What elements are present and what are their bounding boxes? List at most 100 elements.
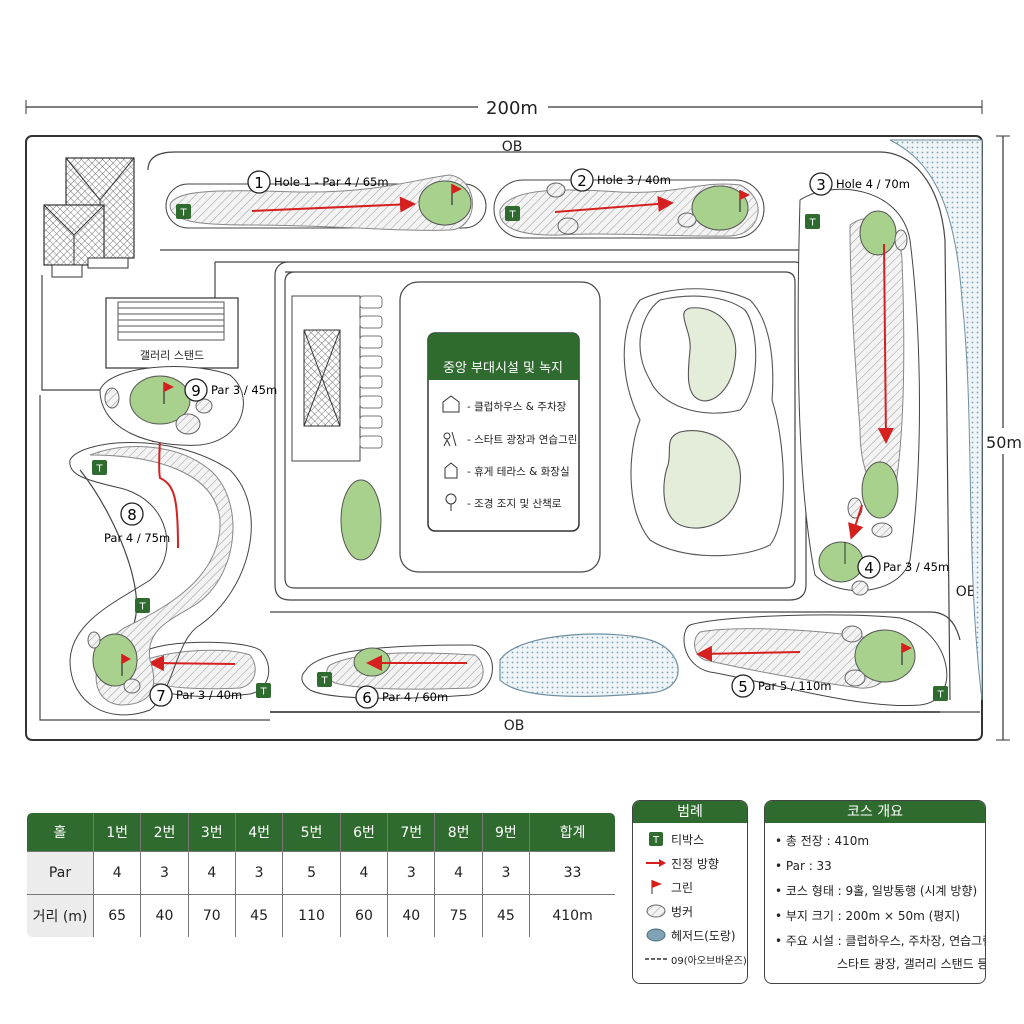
legend-label: 벙커 xyxy=(671,904,694,919)
header-cell: 4번 xyxy=(234,813,284,852)
legend-item: 헤저드(도랑) xyxy=(633,923,747,947)
overview-line-continued: 스타트 광장, 갤러리 스탠드 등 xyxy=(837,957,986,971)
distance-cell: 70 xyxy=(187,894,236,937)
par-row: Par 4 3 4 3 5 4 3 4 3 33 xyxy=(27,851,615,895)
distance-row: 거리 (m) 65 40 70 45 110 60 40 75 45 410m xyxy=(27,894,615,937)
svg-text:3: 3 xyxy=(816,176,826,194)
overview-title: 코스 개요 xyxy=(765,801,985,823)
gallery-stand: 갤러리 스탠드 xyxy=(105,297,239,369)
par-cell: 3 xyxy=(234,851,284,895)
svg-text:6: 6 xyxy=(362,689,372,707)
svg-text:9: 9 xyxy=(191,382,201,400)
clubhouse-icon xyxy=(442,395,460,413)
tee-box-icon: T xyxy=(317,672,332,687)
par-cell: 4 xyxy=(434,851,483,895)
ob-label-right-lower: OB xyxy=(956,584,977,600)
ob-label-bottom: OB xyxy=(504,718,525,734)
hole-1 xyxy=(165,174,487,231)
hole-number-1 xyxy=(247,170,271,194)
legend-label: 헤저드(도랑) xyxy=(671,928,736,943)
hole-2 xyxy=(493,179,765,239)
par-cell: 4 xyxy=(339,851,389,895)
clubhouse-buildings xyxy=(43,157,135,278)
svg-text:T: T xyxy=(95,464,103,475)
facility-item-4: - 조경 조지 및 산책로 xyxy=(467,497,562,510)
header-cell: 홀 xyxy=(27,813,94,852)
hole-7 xyxy=(139,641,270,697)
tee-box-icon: T xyxy=(505,206,520,221)
hole-7-label: Par 3 / 40m xyxy=(176,688,242,702)
start-area-icon xyxy=(443,431,457,447)
distance-cell: 45 xyxy=(234,894,284,937)
tee-box-icon: T xyxy=(256,683,271,698)
tree-icon xyxy=(445,493,457,511)
svg-text:T: T xyxy=(138,602,146,613)
legend-item: 벙커 xyxy=(633,899,747,923)
hole-number-7 xyxy=(149,683,173,707)
hole-3 xyxy=(797,188,920,592)
bunker-icon xyxy=(641,904,671,918)
width-label: 200m xyxy=(486,98,538,119)
overview-line: • 총 전장 : 410m xyxy=(775,834,870,848)
legend-item: 그린 xyxy=(633,875,747,899)
hole-1-label: Hole 1 - Par 4 / 65m xyxy=(274,175,389,189)
distance-cell: 40 xyxy=(387,894,436,937)
ob-label-top: OB xyxy=(502,139,523,155)
scorecard-header-row: 홀 1번 2번 3번 4번 5번 6번 7번 8번 9번 합계 xyxy=(27,813,615,852)
header-cell: 8번 xyxy=(434,813,483,852)
overview-line: • 주요 시설 : 클럽하우스, 주차장, 연습그린, xyxy=(775,934,986,948)
hole-number-9 xyxy=(184,378,208,402)
facility-item-1: - 클럽하우스 & 주차장 xyxy=(467,400,567,413)
hole-2-label: Hole 3 / 40m xyxy=(597,173,671,187)
header-cell: 합계 xyxy=(529,813,615,852)
central-building xyxy=(291,295,383,561)
hole-8-label: Par 4 / 75m xyxy=(104,531,170,545)
header-cell: 9번 xyxy=(481,813,531,852)
svg-text:T: T xyxy=(936,690,944,701)
svg-text:T: T xyxy=(652,835,660,846)
par-cell: 5 xyxy=(282,851,341,895)
overview-line: • 코스 형태 : 9홀, 일방통행 (시계 방향) xyxy=(775,884,978,898)
facility-info-box: 중앙 부대시설 및 녹지 - 클럽하우스 & 주차장 - 스타트 광장과 연습그… xyxy=(427,332,580,532)
svg-text:T: T xyxy=(179,208,187,219)
par-cell: 4 xyxy=(92,851,142,895)
hole-5 xyxy=(683,614,948,707)
par-cell: 4 xyxy=(187,851,236,895)
par-cell: 3 xyxy=(387,851,436,895)
svg-text:T: T xyxy=(320,676,328,687)
width-dimension: 200m xyxy=(25,94,983,119)
direction-arrow-icon xyxy=(641,858,671,868)
distance-cell: 75 xyxy=(434,894,483,937)
svg-text:2: 2 xyxy=(577,172,587,190)
distance-cell: 40 xyxy=(140,894,189,937)
hole-number-8 xyxy=(120,502,144,526)
header-cell: 1번 xyxy=(92,813,142,852)
hole-4-label: Par 3 / 45m xyxy=(883,560,949,574)
facility-item-2: - 스타트 광장과 연습그린 xyxy=(467,434,577,446)
legend-label: 09(아오브바운즈) xyxy=(671,955,747,967)
overview-line: • 부지 크기 : 200m × 50m (평지) xyxy=(775,909,961,923)
hole-number-4 xyxy=(857,555,881,579)
hole-number-2 xyxy=(570,168,594,192)
svg-text:T: T xyxy=(508,210,516,221)
legend-label: 진정 방향 xyxy=(671,856,719,871)
distance-cell: 60 xyxy=(339,894,389,937)
distance-cell: 45 xyxy=(481,894,531,937)
hazard-pond xyxy=(499,633,679,697)
tee-box-icon: T xyxy=(176,204,191,219)
par-cell: 3 xyxy=(481,851,531,895)
row-label: Par xyxy=(27,851,94,895)
park-area xyxy=(623,288,784,557)
header-cell: 6번 xyxy=(339,813,389,852)
legend-label: 티박스 xyxy=(671,832,705,847)
header-cell: 7번 xyxy=(387,813,436,852)
header-cell: 3번 xyxy=(187,813,236,852)
legend-item: 진정 방향 xyxy=(633,851,747,875)
hole-labels: 1 Hole 1 - Par 4 / 65m 2 Hole 3 / 40m 3 … xyxy=(104,168,949,709)
height-label: 50m xyxy=(986,433,1022,452)
svg-text:T: T xyxy=(808,218,816,229)
hole-3-label: Hole 4 / 70m xyxy=(836,177,910,191)
gallery-stand-label: 갤러리 스탠드 xyxy=(140,349,204,362)
ob-line-icon xyxy=(641,956,671,962)
row-label: 거리 (m) xyxy=(27,894,94,937)
